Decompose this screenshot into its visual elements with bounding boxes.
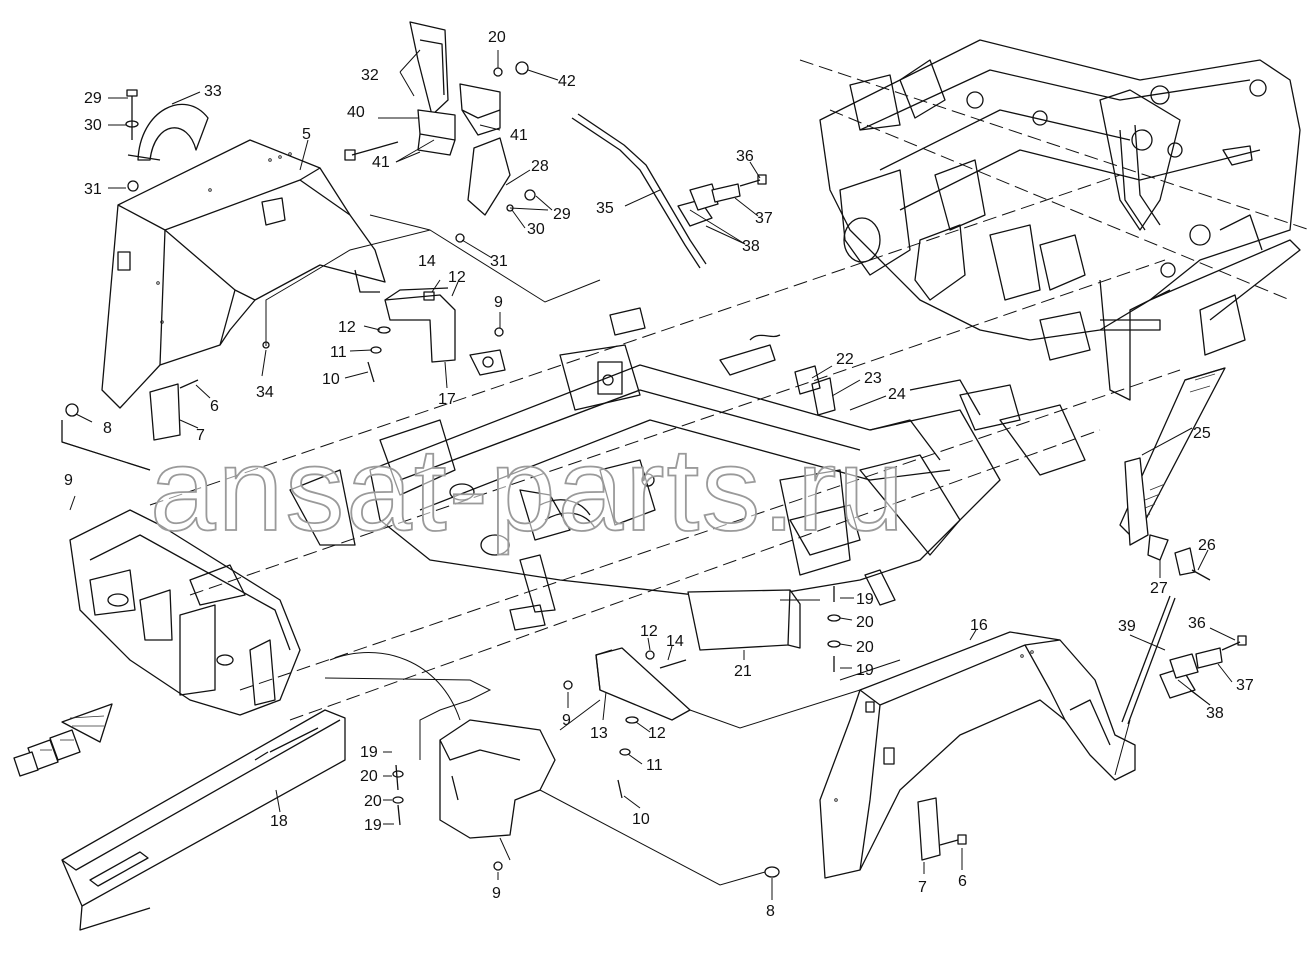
- part-25-plate: [1119, 367, 1226, 581]
- callout-20: 20: [360, 768, 378, 785]
- callout-19: 19: [856, 591, 874, 608]
- callout-9: 9: [64, 472, 73, 489]
- part-16-right-fender: [819, 631, 1136, 879]
- watermark: ansat-parts.ru: [150, 424, 906, 556]
- callout-9: 9: [492, 885, 501, 902]
- callout-12: 12: [448, 269, 466, 286]
- callout-16: 16: [970, 617, 988, 634]
- left-lower-frame: [69, 509, 301, 716]
- callout-25: 25: [1193, 425, 1211, 442]
- callout-30: 30: [527, 221, 545, 238]
- callout-42: 42: [558, 73, 576, 90]
- part-7-plate-right: [764, 797, 967, 878]
- callout-24: 24: [888, 386, 906, 403]
- callout-26: 26: [1198, 537, 1216, 554]
- callout-labels: 5 29 30 31 33 34 6 7 8 9 32 40 41 41 20 …: [64, 29, 1254, 920]
- callout-31: 31: [490, 253, 508, 270]
- direction-arrow-icon: [13, 703, 113, 777]
- callout-29: 29: [553, 206, 571, 223]
- part-39-rod: [1121, 595, 1247, 725]
- callout-21: 21: [734, 663, 752, 680]
- callout-40: 40: [347, 104, 365, 121]
- callout-14: 14: [418, 253, 436, 270]
- center-frame: [289, 307, 1086, 631]
- part-18-footboard: [61, 709, 346, 931]
- callout-19: 19: [856, 662, 874, 679]
- callout-36: 36: [1188, 615, 1206, 632]
- callout-38: 38: [742, 238, 760, 255]
- part-35-rod: [571, 113, 707, 269]
- part-33-strap: [125, 89, 209, 192]
- callout-27: 27: [1150, 580, 1168, 597]
- leader-lines: [61, 49, 1236, 900]
- upper-brackets: [344, 21, 536, 243]
- callout-11: 11: [330, 344, 347, 361]
- callout-29: 29: [84, 90, 102, 107]
- callout-13: 13: [590, 725, 608, 742]
- part-21-plate: [687, 589, 801, 651]
- callout-20: 20: [856, 639, 874, 656]
- callout-10: 10: [632, 811, 650, 828]
- callout-8: 8: [103, 420, 112, 437]
- callout-36: 36: [736, 148, 754, 165]
- callout-34: 34: [256, 384, 274, 401]
- callout-9: 9: [494, 294, 503, 311]
- callout-33: 33: [204, 83, 222, 100]
- callout-28: 28: [531, 158, 549, 175]
- callout-7: 7: [196, 427, 205, 444]
- callout-20: 20: [364, 793, 382, 810]
- clamp-top: [677, 174, 767, 227]
- callout-5: 5: [302, 126, 311, 143]
- callout-8: 8: [766, 903, 775, 920]
- callout-10: 10: [322, 371, 340, 388]
- callout-6: 6: [958, 873, 967, 890]
- callout-22: 22: [836, 351, 854, 368]
- callout-7: 7: [918, 879, 927, 896]
- callout-9: 9: [562, 712, 571, 729]
- callout-37: 37: [755, 210, 773, 227]
- part-17-bracket: [367, 287, 504, 383]
- callout-30: 30: [84, 117, 102, 134]
- callout-12: 12: [640, 623, 658, 640]
- callout-41: 41: [372, 154, 390, 171]
- callout-35: 35: [596, 200, 614, 217]
- callout-31: 31: [84, 181, 102, 198]
- callout-12: 12: [338, 319, 356, 336]
- callout-18: 18: [270, 813, 288, 830]
- callout-11: 11: [646, 757, 663, 774]
- assembly-lines: [149, 59, 1311, 721]
- part-13-bracket: [563, 647, 691, 799]
- callout-41: 41: [510, 127, 528, 144]
- callout-20: 20: [856, 614, 874, 631]
- callout-23: 23: [864, 370, 882, 387]
- callout-14: 14: [666, 633, 684, 650]
- lower-center-bracket: [392, 719, 556, 871]
- callout-39: 39: [1118, 618, 1136, 635]
- callout-6: 6: [210, 398, 219, 415]
- main-frame-right: [819, 39, 1301, 401]
- callout-17: 17: [438, 391, 456, 408]
- callout-32: 32: [361, 67, 379, 84]
- callout-19: 19: [364, 817, 382, 834]
- callout-38: 38: [1206, 705, 1224, 722]
- callout-19: 19: [360, 744, 378, 761]
- callout-37: 37: [1236, 677, 1254, 694]
- callout-12: 12: [648, 725, 666, 742]
- part-5-left-fender: [101, 139, 386, 409]
- callout-20: 20: [488, 29, 506, 46]
- hardware-19-20-right: [827, 586, 841, 672]
